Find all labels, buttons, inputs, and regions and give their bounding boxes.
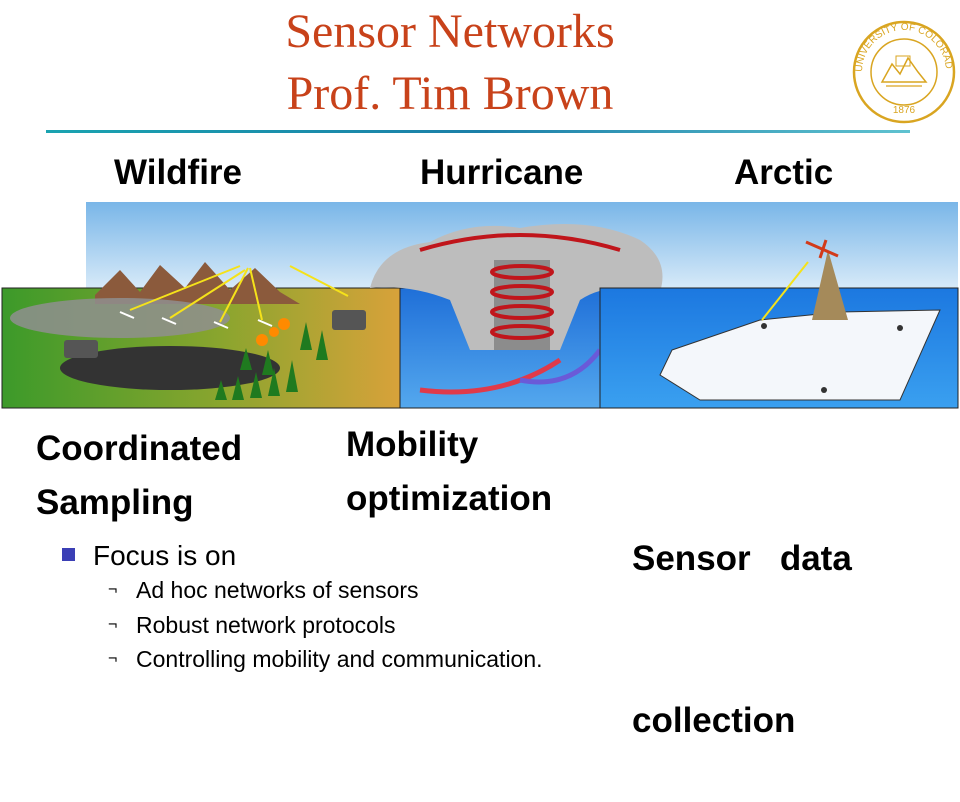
hurricane-spiral [490,264,554,340]
caption-hurricane-line2: optimization [346,479,553,518]
sub-bullet: ¬ Controlling mobility and communication. [108,646,543,673]
slide-title: Sensor Networks [285,5,615,58]
title-divider [46,130,910,133]
caption-arctic-line2: collection [632,701,796,740]
seal-year: 1876 [893,105,916,116]
scenario-illustration [1,202,959,409]
sensor-truck-left [64,340,98,358]
caption-hurricane: Mobility optimization [346,418,552,526]
drone-icons [119,311,273,329]
university-seal-icon: UNIVERSITY OF COLORADO 1876 [852,20,956,124]
caption-wildfire: Coordinated Sampling [36,422,242,530]
slide-subtitle: Prof. Tim Brown [286,67,614,120]
ice-sensor-icons [761,323,903,393]
caption-arctic-line1: Sensor data [632,539,852,578]
aircraft-beam [812,250,848,320]
bullet-main-text: Focus is on [93,540,237,571]
seal-text: UNIVERSITY OF COLORADO [852,20,954,72]
sub-bullet: ¬ Robust network protocols [108,612,396,639]
sub-bullet: ¬ Ad hoc networks of sensors [108,577,419,604]
caption-arctic: Sensor data collection [632,424,852,802]
arctic-radio-link [761,261,809,321]
sub-bullet-marker: ¬ [108,616,118,633]
caption-wildfire-line1: Coordinated [36,429,243,468]
heading-arctic: Arctic [734,153,834,192]
square-bullet-icon [62,548,75,561]
caption-wildfire-line2: Sampling [36,483,194,522]
sub-bullet-marker: ¬ [108,650,118,667]
ice-sheet [659,309,941,401]
heading-hurricane: Hurricane [420,153,584,192]
burn-area [60,346,280,390]
svg-text:UNIVERSITY OF COLORADO: UNIVERSITY OF COLORADO [852,20,954,72]
sensor-truck-right [332,310,366,330]
sub-bullet-text: Ad hoc networks of sensors [136,577,419,603]
smoke-cloud [10,298,230,338]
forest [215,322,328,400]
sub-bullet-text: Controlling mobility and communication. [136,646,543,672]
fire-front [256,318,290,346]
radio-links [129,265,349,323]
sub-bullet-marker: ¬ [108,581,118,598]
bullet-main: Focus is on [62,540,236,572]
heading-wildfire: Wildfire [114,153,243,192]
caption-hurricane-line1: Mobility [346,425,479,464]
inflow-arrow-right [519,348,602,385]
sub-bullet-text: Robust network protocols [136,612,396,638]
aircraft-icon [805,239,839,259]
outflow-arrow [419,233,621,252]
inflow-arrow-left [419,357,562,395]
